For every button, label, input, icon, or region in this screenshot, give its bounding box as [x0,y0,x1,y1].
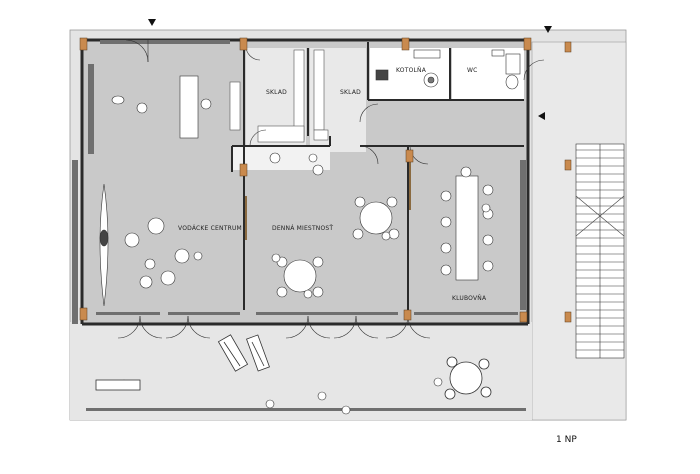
room-label-kotolna: KOTOLŇA [396,67,427,74]
vodacke-furniture [99,75,199,307]
stair-diagonals [575,195,625,237]
entry-arrow-right-icon [538,112,545,120]
stair-treads [576,149,624,351]
kotolna-equipment [375,49,441,88]
entry-markers [148,19,552,120]
counter-sinks [269,152,318,164]
floor-label: 1 NP [556,435,577,445]
sklad-fixtures [229,49,329,143]
room-label-denna-miestnost: DENNÁ MIESTNOSŤ [272,224,333,232]
terrace-furniture [95,334,492,400]
entry-arrow-top-right-icon [544,26,552,33]
corridor [370,102,524,144]
entry-arrow-top-left-icon [148,19,156,26]
klubovna-furniture [440,166,494,281]
room-label-sklad-1: SKLAD [266,89,287,96]
interior-walls [231,42,524,310]
room-label-vodacke-centrum: VODÁCKE CENTRUM [178,225,242,232]
column-posts [79,37,572,323]
glass-partitions [245,160,411,240]
denna-furniture [276,196,400,298]
window-strips [72,40,526,411]
staircase [575,143,625,359]
room-label-sklad-2: SKLAD [340,89,361,96]
room-label-klubovna: KLUBOVŇA [452,295,487,302]
people-figures [111,95,491,415]
room-label-wc: WC [467,67,478,74]
wc-fixtures [491,49,521,90]
